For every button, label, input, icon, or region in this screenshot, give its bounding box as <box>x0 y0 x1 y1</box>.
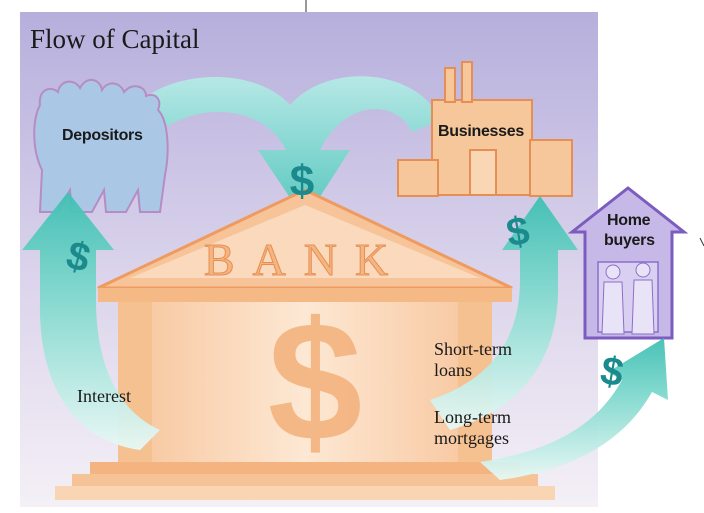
short-term-loans-label-line2: loans <box>434 360 472 380</box>
home-buyers-label-line1: Home <box>607 212 651 229</box>
home-buyers-house <box>567 186 689 340</box>
diagram-title: Flow of Capital <box>30 24 200 54</box>
bank-dollar-icon: $ <box>268 287 363 477</box>
depositors-crowd <box>33 79 169 213</box>
short-term-loans-arrow <box>430 196 578 430</box>
long-term-mortgages-label-line2: mortgages <box>434 428 509 448</box>
home-buyers-label-line2: buyers <box>604 232 655 249</box>
businesses-label: Businesses <box>438 123 524 140</box>
bank-sign: BANK <box>204 234 406 285</box>
deposit-dollar-icon: $ <box>290 157 314 206</box>
interest-arrow <box>22 192 160 450</box>
depositors-label: Depositors <box>62 127 143 144</box>
deposit-arrow <box>120 76 440 221</box>
short-term-loans-label-line1: Short-term <box>434 339 512 359</box>
businesses-building <box>397 61 573 197</box>
right-crop-mark <box>699 237 704 247</box>
long-term-mortgages-arrow <box>480 338 668 480</box>
interest-label: Interest <box>77 386 131 406</box>
bank-building: BANK $ <box>55 188 555 500</box>
long-term-mortgages-label-line1: Long-term <box>434 407 511 427</box>
